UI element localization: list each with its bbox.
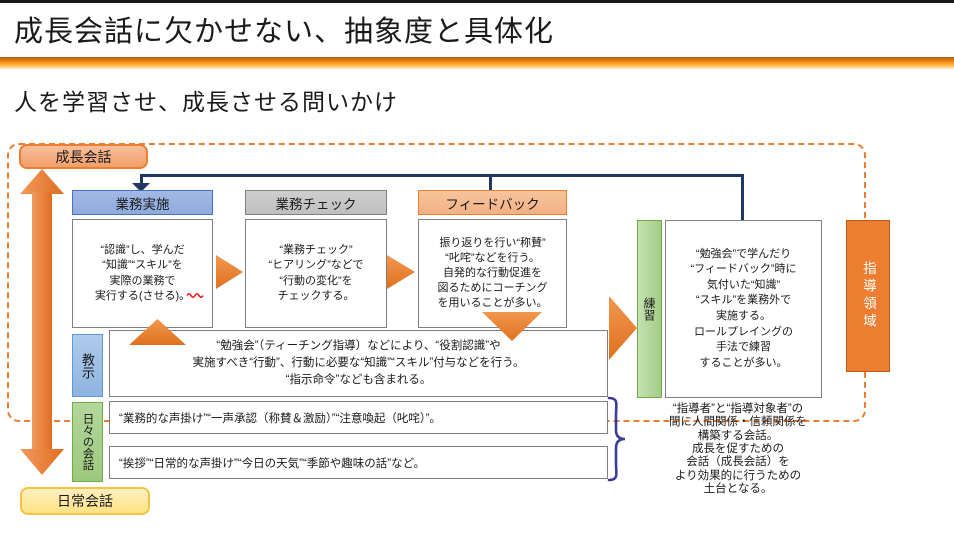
slide-title: 成長会話に欠かせない、抽象度と具体化 (14, 16, 555, 48)
box-daily-work-calls: “業務的な声掛け”“一声承認（称賛＆激励）”“注意喚起（叱咤）”。 (109, 401, 608, 434)
feedback-loop-drop-left (140, 174, 143, 184)
growth-talk-label: 成長会話 (19, 144, 148, 169)
feedback-loop-drop-feedback (489, 174, 492, 191)
teach-tab: 教示 (72, 334, 103, 397)
relationship-note: “指導者”と“指導対象者”の 間に人間関係・信頼関係を 構築する会話。 成長を促… (669, 403, 807, 495)
header-work-check: 業務チェック (245, 190, 387, 215)
guidance-area-bar: 指導領域 (846, 220, 890, 372)
practice-bar: 練習 (637, 220, 662, 398)
box-daily-greetings: “挨拶”“日常的な声掛け”“今日の天気”“季節や趣味の話”など。 (109, 446, 608, 479)
slide-subtitle: 人を学習させ、成長させる問いかけ (14, 89, 398, 115)
top-border-line (0, 0, 954, 3)
box-work-execution-desc: “認識”し、学んだ “知識”“スキル”を 実際の業務で 実行する(させる)。 (72, 219, 213, 328)
header-feedback: フィードバック (418, 190, 567, 215)
feedback-loop-arrowhead-icon (132, 183, 150, 192)
feedback-loop-drop-practice (741, 174, 744, 221)
abstraction-double-arrow (32, 192, 52, 450)
feedback-loop-line-horizontal (140, 174, 744, 177)
daily-conversation-tab: 日々の会話 (72, 402, 103, 482)
box-feedback-desc: 振り返りを行い“称賛” “叱咤”などを行う。 自発的な行動促進を 図るためにコー… (418, 219, 567, 328)
box-practice-desc: “勉強会”で学んだり “フィードバック”時に 気付いた“知識” “スキル”を業務… (665, 220, 822, 398)
curly-brace-icon (607, 396, 626, 482)
header-work-execution: 業務実施 (72, 190, 213, 215)
box-work-check-desc: “業務チェック” “ヒアリング”などで “行動の変化”を チェックする。 (245, 219, 387, 328)
double-arrow-down-head (20, 449, 64, 475)
spellcheck-squiggle-icon (186, 293, 204, 298)
accent-gradient-bar (0, 57, 954, 69)
daily-talk-label: 日常会話 (20, 487, 150, 515)
box-teach-desc: “勉強会”（ティーチング指導）などにより、“役割認識”や 実施すべき“行動”、行… (109, 330, 608, 397)
